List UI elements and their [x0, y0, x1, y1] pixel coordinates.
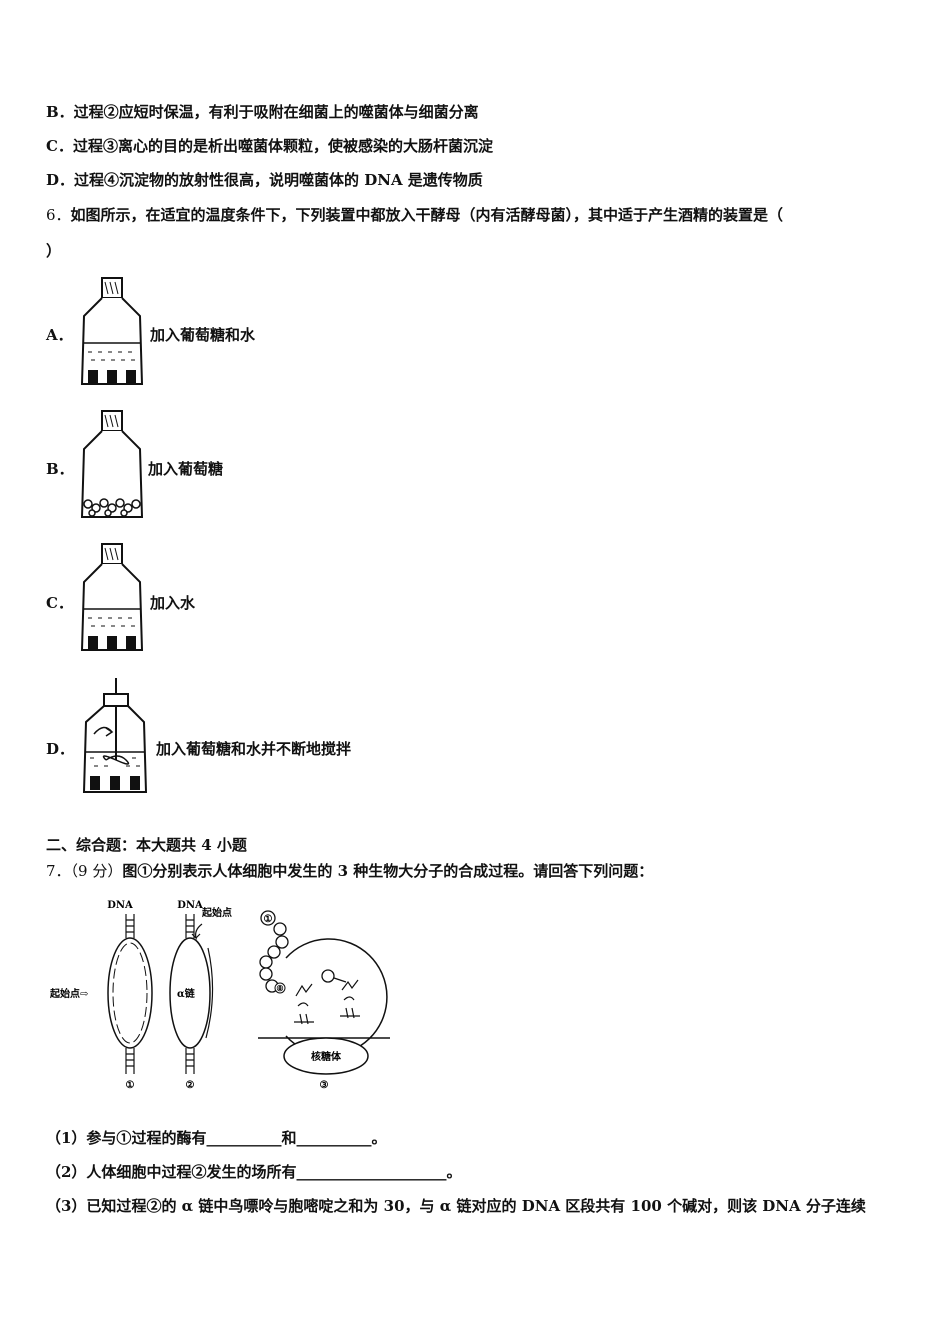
fig-num-1: ①: [126, 1080, 135, 1091]
q6-option-d-text: 加入葡萄糖和水并不断地搅拌: [156, 740, 352, 758]
option-c-prev: C．过程③离心的目的是析出噬菌体颗粒，使被感染的大肠杆菌沉淀: [46, 137, 493, 155]
option-d-prev: D．过程④沉淀物的放射性很高，说明噬菌体的 DNA 是遗传物质: [46, 171, 483, 189]
q6-option-b-letter: B．: [46, 460, 74, 478]
q7-stem: 7．（9 分）图①分别表示人体细胞中发生的 3 种生物大分子的合成过程。请回答下…: [46, 861, 653, 881]
q6-stem-tail: ）: [46, 242, 62, 260]
q7-sub1: （1）参与①过程的酶有__________和__________。: [46, 1129, 387, 1147]
fig-origin-top: 起始点: [201, 906, 232, 919]
q6-option-c-text: 加入水: [150, 594, 196, 612]
q6-option-b-text: 加入葡萄糖: [148, 460, 224, 478]
fig-dna-label-1: DNA: [107, 900, 133, 911]
q6-option-a-letter: A．: [46, 326, 73, 344]
q7-number: 7．: [46, 862, 71, 880]
option-b-prev: B．过程②应短时保温，有利于吸附在细菌上的噬菌体与细菌分离: [46, 103, 479, 121]
q6-number: 6．: [46, 206, 71, 224]
fig-ribosome-label: 核糖体: [311, 1050, 342, 1063]
fig-dna-label-2: DNA: [177, 900, 203, 911]
bottle-b-diagram: [80, 410, 144, 518]
q6-option-c-letter: C．: [46, 594, 73, 612]
bottle-d-diagram: [82, 678, 148, 793]
q7-score: （9 分）: [70, 862, 123, 880]
section2-heading: 二、综合题：本大题共 4 小题: [46, 836, 247, 854]
fig-num-3: ③: [320, 1080, 329, 1091]
fig-circle-label-mid: ⑧: [276, 983, 283, 993]
fig-circle-label-top: ①: [264, 914, 273, 925]
q7-sub2: （2）人体细胞中过程②发生的场所有____________________。: [46, 1163, 462, 1181]
q7-stem-text: 图①分别表示人体细胞中发生的 3 种生物大分子的合成过程。请回答下列问题：: [122, 862, 654, 880]
q6-stem: 6．如图所示，在适宜的温度条件下，下列装置中都放入干酵母（内有活酵母菌），其中适…: [46, 205, 783, 225]
q7-figure: DNA 起始点⇨ ① DNA 起始点 α链 ② ① ⑧: [50, 900, 390, 1091]
fig-num-2: ②: [186, 1080, 195, 1091]
q6-option-a-text: 加入葡萄糖和水: [150, 326, 256, 344]
q6-stem-text: 如图所示，在适宜的温度条件下，下列装置中都放入干酵母（内有活酵母菌），其中适于产…: [70, 206, 784, 224]
bottle-c-diagram: [80, 543, 144, 651]
fig-origin-left: 起始点⇨: [50, 987, 88, 1000]
q7-sub3: （3）已知过程②的 α 链中鸟嘌呤与胞嘧啶之和为 30，与 α 链对应的 DNA…: [46, 1197, 866, 1215]
fig-alpha-label: α链: [177, 987, 196, 1000]
bottle-a-diagram: [80, 277, 144, 385]
q6-option-d-letter: D．: [46, 740, 75, 758]
